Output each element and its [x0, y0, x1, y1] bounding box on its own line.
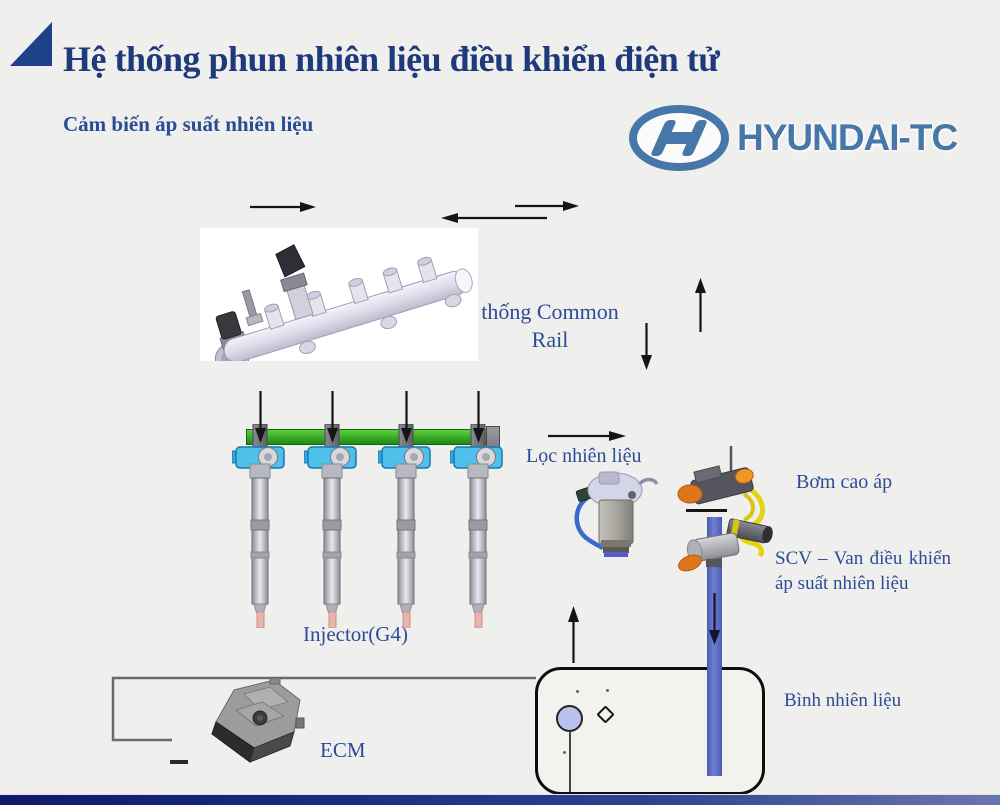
injector-image-1 — [232, 424, 285, 628]
minus-dash — [170, 760, 188, 764]
injector-arrow-3 — [401, 391, 412, 443]
fuel-line — [707, 517, 722, 776]
fuel-line-arrow-down — [709, 593, 720, 645]
flow-arrow-right-2 — [515, 201, 579, 211]
footer-bar — [0, 794, 1000, 805]
tank-pump-circle — [556, 705, 583, 732]
common-rail-label: thống Common Rail — [468, 298, 632, 353]
brand-logo: HYUNDAI-TC — [627, 103, 958, 173]
injector-arrow-1 — [255, 391, 266, 443]
tank-speck — [563, 751, 566, 754]
scv-label: SCV – Van điều khiển áp suất nhiên liệu — [775, 548, 951, 595]
title-bullet-triangle — [10, 22, 52, 66]
flow-arrow-down-1 — [641, 323, 652, 370]
injector-image-2 — [304, 424, 357, 628]
high-pressure-pump-image — [677, 446, 773, 572]
ecm-image — [211, 677, 305, 763]
tank-to-filter-arrow-up — [568, 606, 579, 663]
injector-image-4 — [450, 424, 503, 628]
fuel-filter-label: Lọc nhiên liệu — [526, 445, 642, 467]
pump-label: Bơm cao áp — [796, 471, 893, 493]
injector-image-3 — [378, 424, 431, 628]
tank-pickup-line — [569, 731, 571, 792]
tank-speck — [606, 689, 609, 692]
flow-arrow-left — [441, 213, 547, 223]
common-rail-image — [200, 228, 478, 361]
pressure-sensor-label: Cảm biến áp suất nhiên liệu — [63, 112, 314, 136]
filter-arrow-right — [548, 431, 626, 441]
ecm-wire — [111, 676, 536, 742]
brand-name: HYUNDAI-TC — [737, 117, 958, 158]
ecm-label: ECM — [320, 738, 366, 762]
injector-label: Injector(G4) — [303, 622, 408, 646]
injector-arrow-4 — [473, 391, 484, 443]
common-rail-label-line2: Rail — [531, 326, 569, 352]
scv-pointer-line — [686, 509, 727, 512]
fuel-filter-image — [574, 471, 658, 557]
injector-arrow-2 — [327, 391, 338, 443]
common-rail-drawing — [214, 244, 473, 361]
common-rail-label-line1: thống Common — [481, 299, 619, 324]
hyundai-h-icon — [629, 105, 729, 171]
tank-speck — [576, 690, 579, 693]
tank-label: Bình nhiên liệu — [784, 690, 902, 711]
flow-arrow-right-1 — [250, 202, 316, 212]
flow-arrow-up-1 — [695, 278, 706, 332]
page-title: Hệ thống phun nhiên liệu điều khiển điện… — [63, 39, 720, 79]
